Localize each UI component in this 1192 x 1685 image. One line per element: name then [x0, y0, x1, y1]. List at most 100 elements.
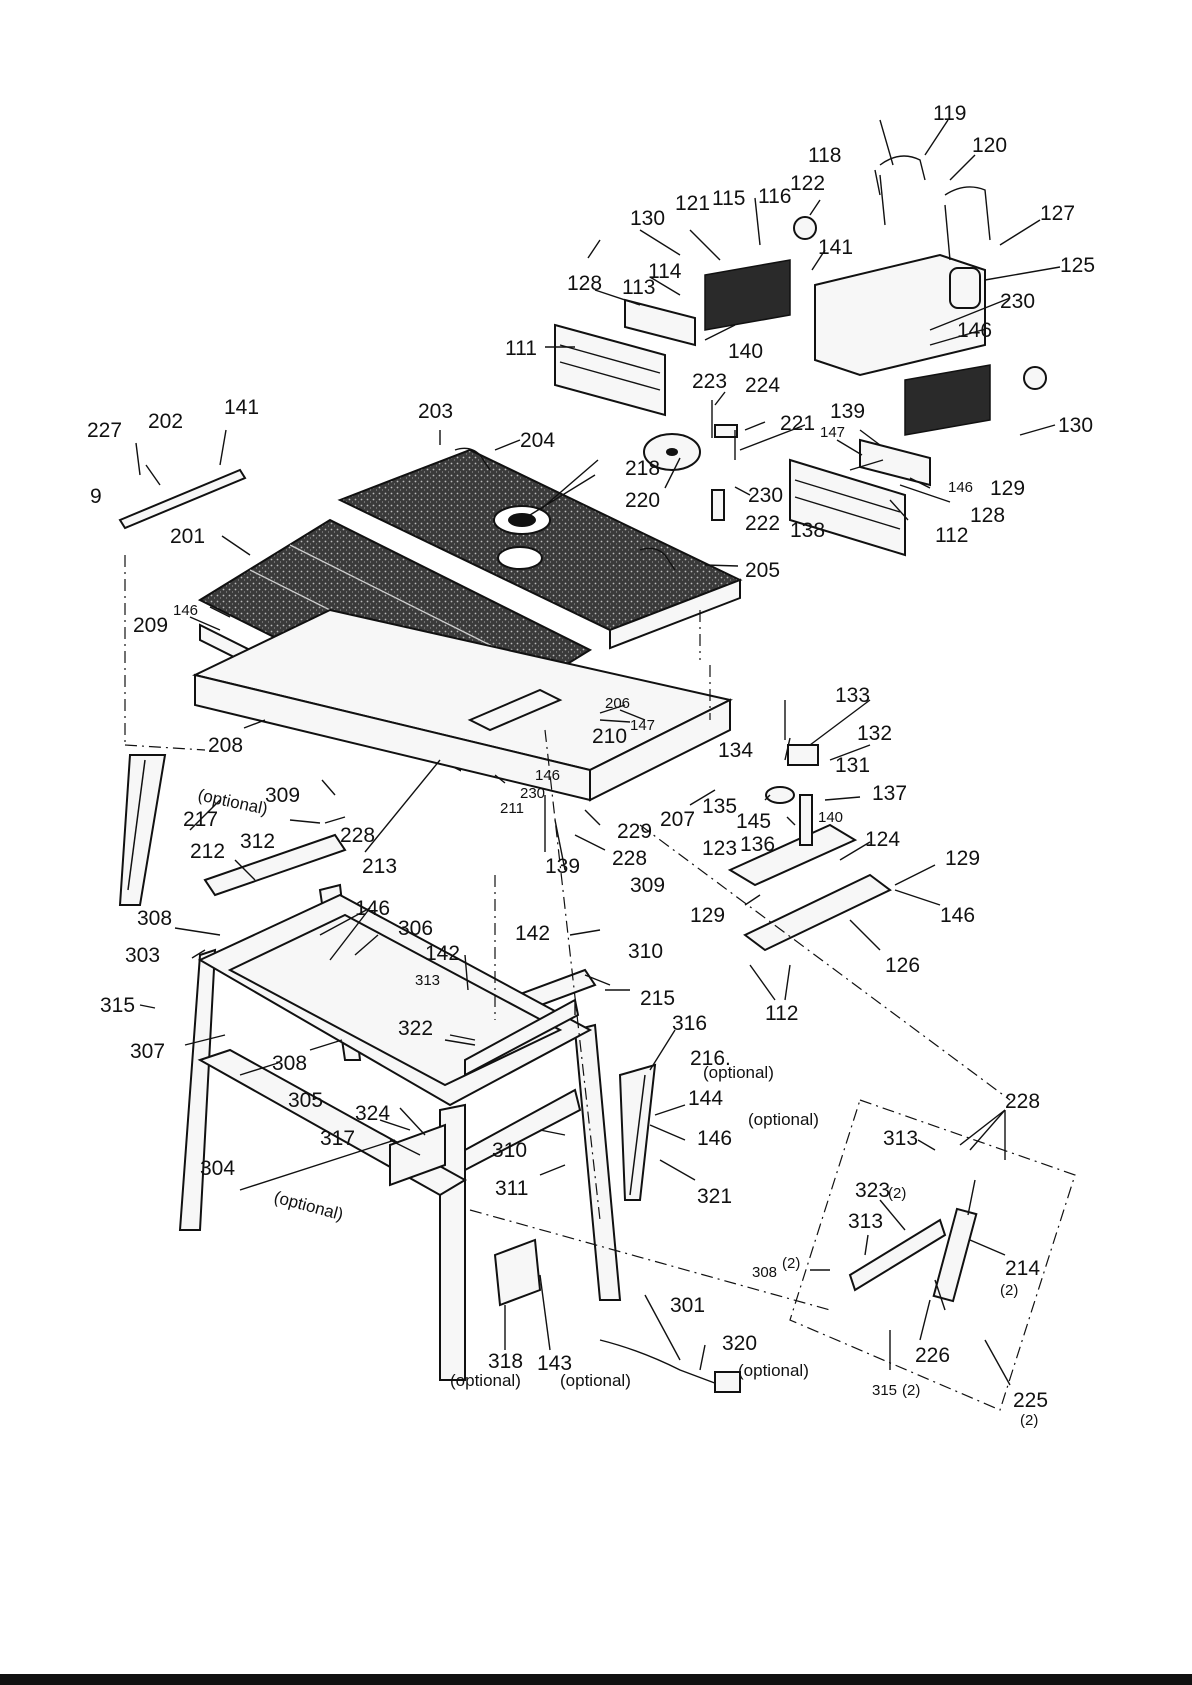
qty-214: (2) — [1000, 1282, 1018, 1299]
plate-126 — [743, 873, 892, 952]
label-228a: 228 — [340, 824, 375, 847]
label-112a: 112 — [935, 524, 968, 547]
label-142a: 142 — [515, 922, 550, 945]
detail-panel — [789, 1099, 1076, 1411]
optional-note-143: (optional) — [560, 1371, 631, 1390]
clamp-handle-120 — [944, 186, 991, 241]
label-226b: 226 — [915, 1344, 950, 1367]
label-307: 307 — [130, 1040, 165, 1063]
label-132: 132 — [857, 722, 892, 745]
label-146c: 146 — [173, 602, 198, 619]
label-130b: 130 — [1058, 414, 1093, 437]
optional-note-320: (optional) — [738, 1361, 809, 1380]
label-228b: 228 — [612, 847, 647, 870]
label-204: 204 — [520, 429, 555, 452]
label-202: 202 — [148, 410, 183, 433]
label-126: 126 — [885, 954, 920, 977]
label-309b: 309 — [630, 874, 665, 897]
leg-front-left — [178, 948, 217, 1231]
label-113: 113 — [622, 276, 655, 299]
label-230b: 230 — [748, 484, 783, 507]
label-224: 224 — [745, 374, 780, 397]
label-127: 127 — [1040, 202, 1075, 225]
label-318: 318 — [488, 1350, 523, 1373]
label-131: 131 — [835, 754, 870, 777]
label-230c: 230 — [520, 785, 545, 802]
label-134: 134 — [718, 739, 753, 762]
cap-132 — [787, 744, 819, 766]
label-119: 119 — [933, 102, 966, 125]
label-146b: 146 — [948, 479, 973, 496]
right-fence-face — [904, 364, 991, 436]
label-212: 212 — [190, 840, 225, 863]
label-120: 120 — [972, 134, 1007, 157]
label-147a: 147 — [820, 424, 845, 441]
gas-spring-214 — [932, 1207, 978, 1303]
router-base — [727, 700, 892, 952]
label-147b: 147 — [630, 717, 655, 734]
pin-222 — [711, 489, 725, 521]
bottom-border — [0, 1674, 1192, 1685]
fence-housing — [814, 253, 986, 377]
label-215: 215 — [640, 987, 675, 1010]
switch-317 — [389, 1123, 446, 1187]
part-labels: 119 120 118 122 116 115 121 130 127 125 … — [87, 102, 1095, 1429]
label-142b: 142 — [425, 942, 460, 965]
label-313c: 313 — [848, 1210, 883, 1233]
arm-323 — [848, 1218, 947, 1292]
optional-note-317: (optional) — [272, 1188, 345, 1225]
label-145: 145 — [736, 810, 771, 833]
label-315a: 315 — [100, 994, 135, 1017]
label-308c: 308 — [752, 1264, 777, 1281]
label-323: 323 — [855, 1179, 890, 1202]
label-146e: 146 — [355, 897, 390, 920]
label-229: 229 — [617, 820, 652, 843]
qty-323: (2) — [888, 1185, 906, 1202]
left-fence-face — [704, 259, 791, 331]
label-124: 124 — [865, 828, 900, 851]
bracket-204 — [454, 447, 491, 471]
label-137: 137 — [872, 782, 907, 805]
label-311: 311 — [495, 1177, 528, 1200]
rail-202 — [118, 468, 247, 530]
label-211: 211 — [500, 800, 524, 817]
bracket-205 — [639, 547, 676, 571]
label-139a: 139 — [830, 400, 865, 423]
leg-back-right — [573, 1023, 622, 1301]
label-312: 312 — [240, 830, 275, 853]
label-313a: 313 — [415, 972, 440, 989]
label-125: 125 — [1060, 254, 1095, 277]
label-136: 136 — [740, 833, 775, 856]
label-143: 143 — [537, 1352, 572, 1375]
main-table — [192, 518, 733, 802]
label-324: 324 — [355, 1102, 390, 1125]
label-115: 115 — [712, 187, 745, 210]
label-309a: 309 — [265, 784, 300, 807]
label-139b: 139 — [545, 855, 580, 878]
label-144: 144 — [688, 1087, 723, 1110]
mounting-hole — [497, 546, 543, 570]
label-317: 317 — [320, 1127, 355, 1150]
plate-124 — [727, 823, 858, 887]
label-205: 205 — [745, 559, 780, 582]
label-116: 116 — [758, 185, 791, 208]
label-221: 221 — [780, 412, 815, 435]
brace-212 — [203, 833, 347, 897]
label-316: 316 — [672, 1012, 707, 1035]
label-313b: 313 — [883, 1127, 918, 1150]
label-122: 122 — [790, 172, 825, 195]
fence-plate-right — [859, 438, 931, 487]
qty-308: (2) — [782, 1255, 800, 1272]
label-130a: 130 — [630, 207, 665, 230]
label-208: 208 — [208, 734, 243, 757]
label-315b: 315 — [872, 1382, 897, 1399]
right-extension-table — [337, 447, 743, 650]
label-121: 121 — [675, 192, 710, 215]
fence-assembly — [554, 155, 1047, 557]
label-310b: 310 — [492, 1139, 527, 1162]
label-306: 306 — [398, 917, 433, 940]
label-129c: 129 — [690, 904, 725, 927]
label-140a: 140 — [728, 340, 763, 363]
